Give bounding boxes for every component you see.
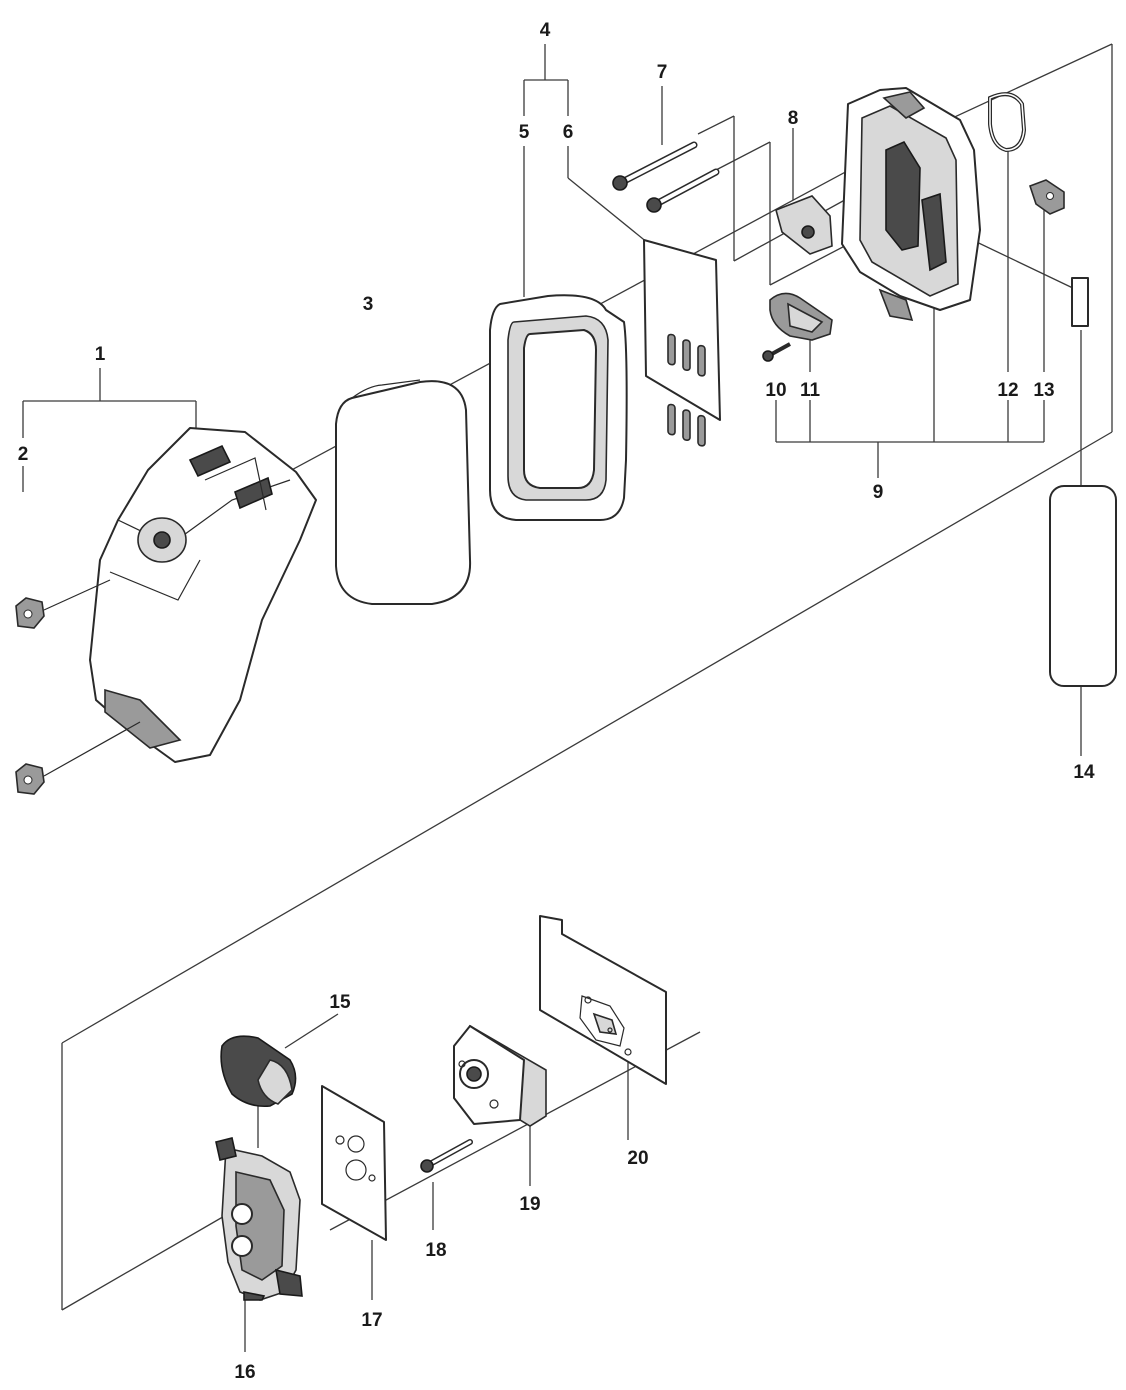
callout-9: 9 [873, 482, 884, 503]
callout-5: 5 [519, 122, 530, 143]
callout-7: 7 [657, 62, 668, 83]
callout-16: 16 [234, 1362, 255, 1383]
housing-screw [762, 342, 791, 362]
callout-1: 1 [95, 344, 106, 365]
filter-frame [489, 294, 628, 521]
choke-plate [775, 195, 833, 255]
callout-18: 18 [425, 1240, 446, 1261]
choke-lever [769, 292, 833, 341]
frame-lines [61, 44, 1113, 1311]
callout-20: 20 [627, 1148, 648, 1169]
o-ring [988, 92, 1027, 153]
callout-labels: 1 2 3 4 5 6 7 8 9 10 11 12 13 14 15 16 1… [18, 20, 1095, 1383]
callout-12: 12 [997, 380, 1018, 401]
air-filter-cover [89, 427, 317, 763]
frame-line-lower-segment [61, 1206, 241, 1311]
long-bolt-2 [646, 168, 720, 213]
frame-line-upper-diagonal [61, 431, 1113, 1044]
carburetor-gasket [321, 1085, 387, 1241]
filter-housing [841, 87, 981, 322]
callout-11: 11 [800, 380, 821, 401]
long-bolt-1 [612, 141, 698, 191]
callout-3: 3 [363, 294, 374, 315]
callout-4: 4 [540, 20, 551, 41]
filter-screen-plate [643, 239, 721, 447]
callout-14: 14 [1073, 762, 1095, 783]
foam-filter [335, 379, 472, 605]
callout-13: 13 [1033, 380, 1054, 401]
callout-2: 2 [18, 444, 29, 465]
carburetor [215, 1137, 303, 1301]
heat-shield-plate [539, 915, 667, 1085]
manifold-bolt [420, 1139, 473, 1173]
callout-6: 6 [563, 122, 574, 143]
decal-large [1049, 485, 1117, 687]
intake-manifold [453, 1024, 547, 1127]
callout-17: 17 [361, 1310, 382, 1331]
callout-8: 8 [788, 108, 799, 129]
housing-clip [1028, 179, 1065, 215]
decal-small [1071, 277, 1089, 327]
cover-knob-lower [15, 721, 141, 795]
carburetor-cap [220, 1035, 297, 1108]
callout-15: 15 [329, 992, 351, 1013]
callout-19: 19 [519, 1194, 540, 1215]
callout-10: 10 [765, 380, 786, 401]
cover-knob-upper [15, 579, 111, 629]
